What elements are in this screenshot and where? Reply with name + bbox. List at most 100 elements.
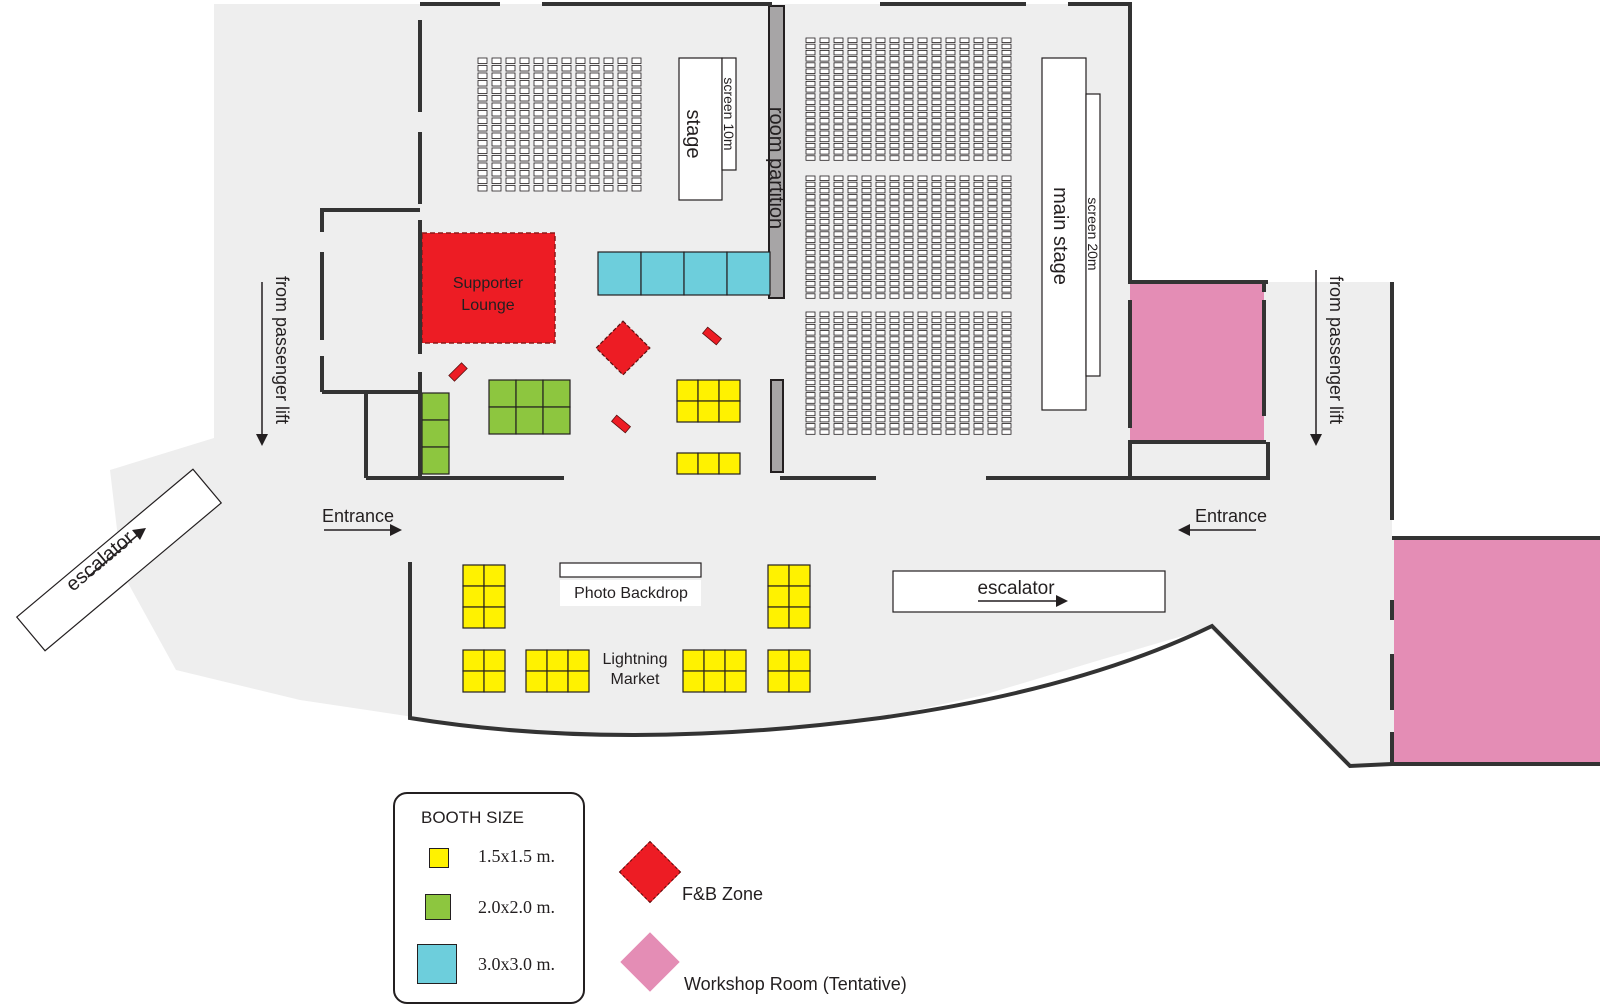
seat (603, 117, 614, 124)
seat (889, 175, 900, 181)
seat (847, 118, 858, 124)
seat (917, 416, 928, 423)
seat (833, 200, 844, 206)
seat (917, 124, 928, 130)
seat (889, 56, 900, 62)
seat (833, 280, 844, 287)
seat (945, 181, 956, 188)
seat (819, 118, 830, 124)
seat (491, 177, 502, 184)
seat (875, 311, 886, 317)
seat (861, 361, 872, 367)
legend-item-label: 2.0x2.0 m. (478, 897, 556, 917)
seat (945, 231, 956, 237)
seat (945, 225, 956, 231)
room-partition-lower (770, 379, 784, 473)
seat (973, 206, 984, 212)
seat (519, 140, 530, 147)
seat (819, 348, 830, 355)
seat (987, 231, 998, 237)
seat (987, 398, 998, 404)
seat (861, 323, 872, 330)
seat (889, 249, 900, 256)
booth-small (703, 649, 726, 672)
seat (547, 147, 558, 154)
seat (819, 124, 830, 130)
seat (819, 287, 830, 293)
room-partition-label: room partition (765, 107, 787, 229)
seat (477, 177, 488, 184)
seat (889, 367, 900, 373)
seat (1001, 385, 1012, 392)
seat (931, 398, 942, 404)
seat (875, 410, 886, 417)
seat (805, 249, 816, 256)
escalator-right-label: escalator (977, 578, 1055, 599)
seat (959, 43, 970, 50)
seat (889, 416, 900, 423)
seat (533, 162, 544, 169)
seat (575, 170, 586, 177)
seat (847, 200, 858, 206)
seat (477, 155, 488, 162)
booth-small (462, 606, 485, 629)
seat (833, 385, 844, 392)
seat (561, 125, 572, 132)
seat (533, 117, 544, 124)
seat (875, 416, 886, 423)
seat (903, 50, 914, 56)
seat (889, 112, 900, 118)
seat (819, 379, 830, 386)
seat (861, 268, 872, 274)
seat (861, 187, 872, 194)
seat (861, 392, 872, 398)
seat (833, 206, 844, 212)
seat (1001, 373, 1012, 379)
seat (875, 175, 886, 181)
booth-small (724, 670, 747, 693)
seat (945, 392, 956, 398)
seat (987, 416, 998, 423)
seat (931, 429, 942, 435)
seat (805, 43, 816, 50)
seat (805, 262, 816, 268)
seat (987, 124, 998, 130)
seat (931, 348, 942, 355)
seat (819, 56, 830, 62)
seat (819, 280, 830, 287)
seat (491, 162, 502, 169)
seat (833, 81, 844, 87)
booth-small (718, 379, 741, 402)
seat (847, 256, 858, 262)
lift-right-arrow-icon (1310, 270, 1322, 446)
seat (917, 194, 928, 200)
seat (959, 354, 970, 361)
seat (533, 185, 544, 192)
seat (819, 37, 830, 43)
seat (973, 311, 984, 317)
seat (889, 105, 900, 112)
seat (903, 87, 914, 93)
seat (1001, 181, 1012, 188)
seat (847, 429, 858, 435)
seat (805, 118, 816, 124)
seat (833, 93, 844, 99)
seat (589, 155, 600, 162)
seat (945, 280, 956, 287)
seat (875, 155, 886, 161)
seat (959, 367, 970, 373)
seat (903, 243, 914, 250)
seat (945, 99, 956, 105)
seat (589, 177, 600, 184)
seat (847, 373, 858, 379)
seat (889, 323, 900, 330)
seat (805, 392, 816, 398)
seat (973, 342, 984, 348)
seat (833, 367, 844, 373)
booth-small (767, 670, 790, 693)
seat (819, 342, 830, 348)
seat (931, 130, 942, 136)
seat (833, 37, 844, 43)
seat (589, 110, 600, 117)
seat (973, 361, 984, 367)
